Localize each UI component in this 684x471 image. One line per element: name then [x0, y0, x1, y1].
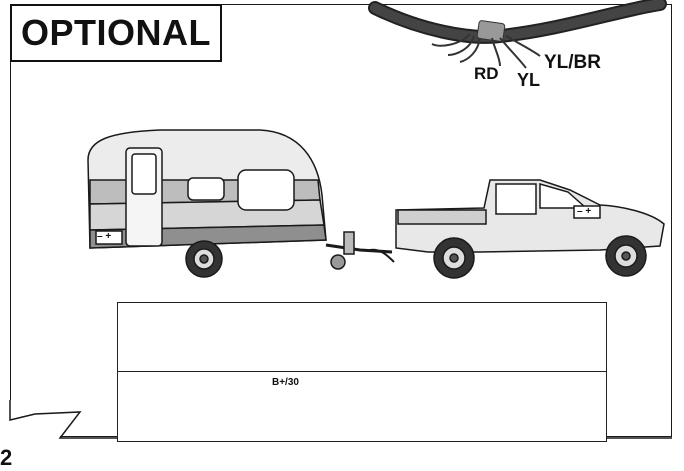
page-number: 2 [0, 445, 12, 471]
panel-divider [118, 371, 606, 372]
truck-battery-sign: – + [577, 206, 591, 217]
wire-label-yl: YL [517, 70, 540, 91]
trailer-battery-sign: – + [97, 231, 111, 242]
wire-label-ylbr: YL/BR [544, 52, 601, 74]
wire-label-rd: RD [474, 64, 499, 84]
cable-harness-illustration [375, 4, 660, 68]
caravan-illustration [88, 130, 394, 277]
wiring-options-panel [117, 302, 607, 442]
battery-terminal-label: B+/30 [272, 377, 299, 388]
pickup-truck-illustration [396, 180, 664, 278]
